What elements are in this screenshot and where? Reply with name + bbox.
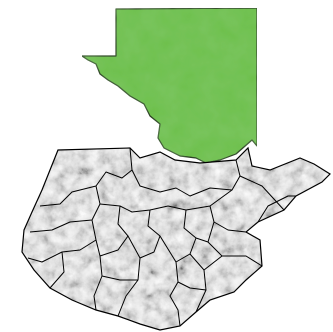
department-border [101,275,138,281]
department-border [177,281,207,291]
department-border [239,175,285,211]
department-border [131,159,241,197]
department-border [169,261,181,327]
department-border [207,221,263,267]
highlighted-department-region[interactable] [81,7,258,164]
department-border [99,189,233,213]
department-border [127,209,161,259]
department-border [195,237,209,243]
department-border [257,195,296,223]
department-border [159,209,197,263]
department-border [117,257,141,317]
department-border [209,205,247,233]
department-border [95,205,129,257]
department-border [93,255,103,311]
department-border [27,219,97,263]
department-border [29,185,101,233]
department-border [39,147,133,207]
department-border [49,251,65,289]
department-borders [27,147,296,327]
